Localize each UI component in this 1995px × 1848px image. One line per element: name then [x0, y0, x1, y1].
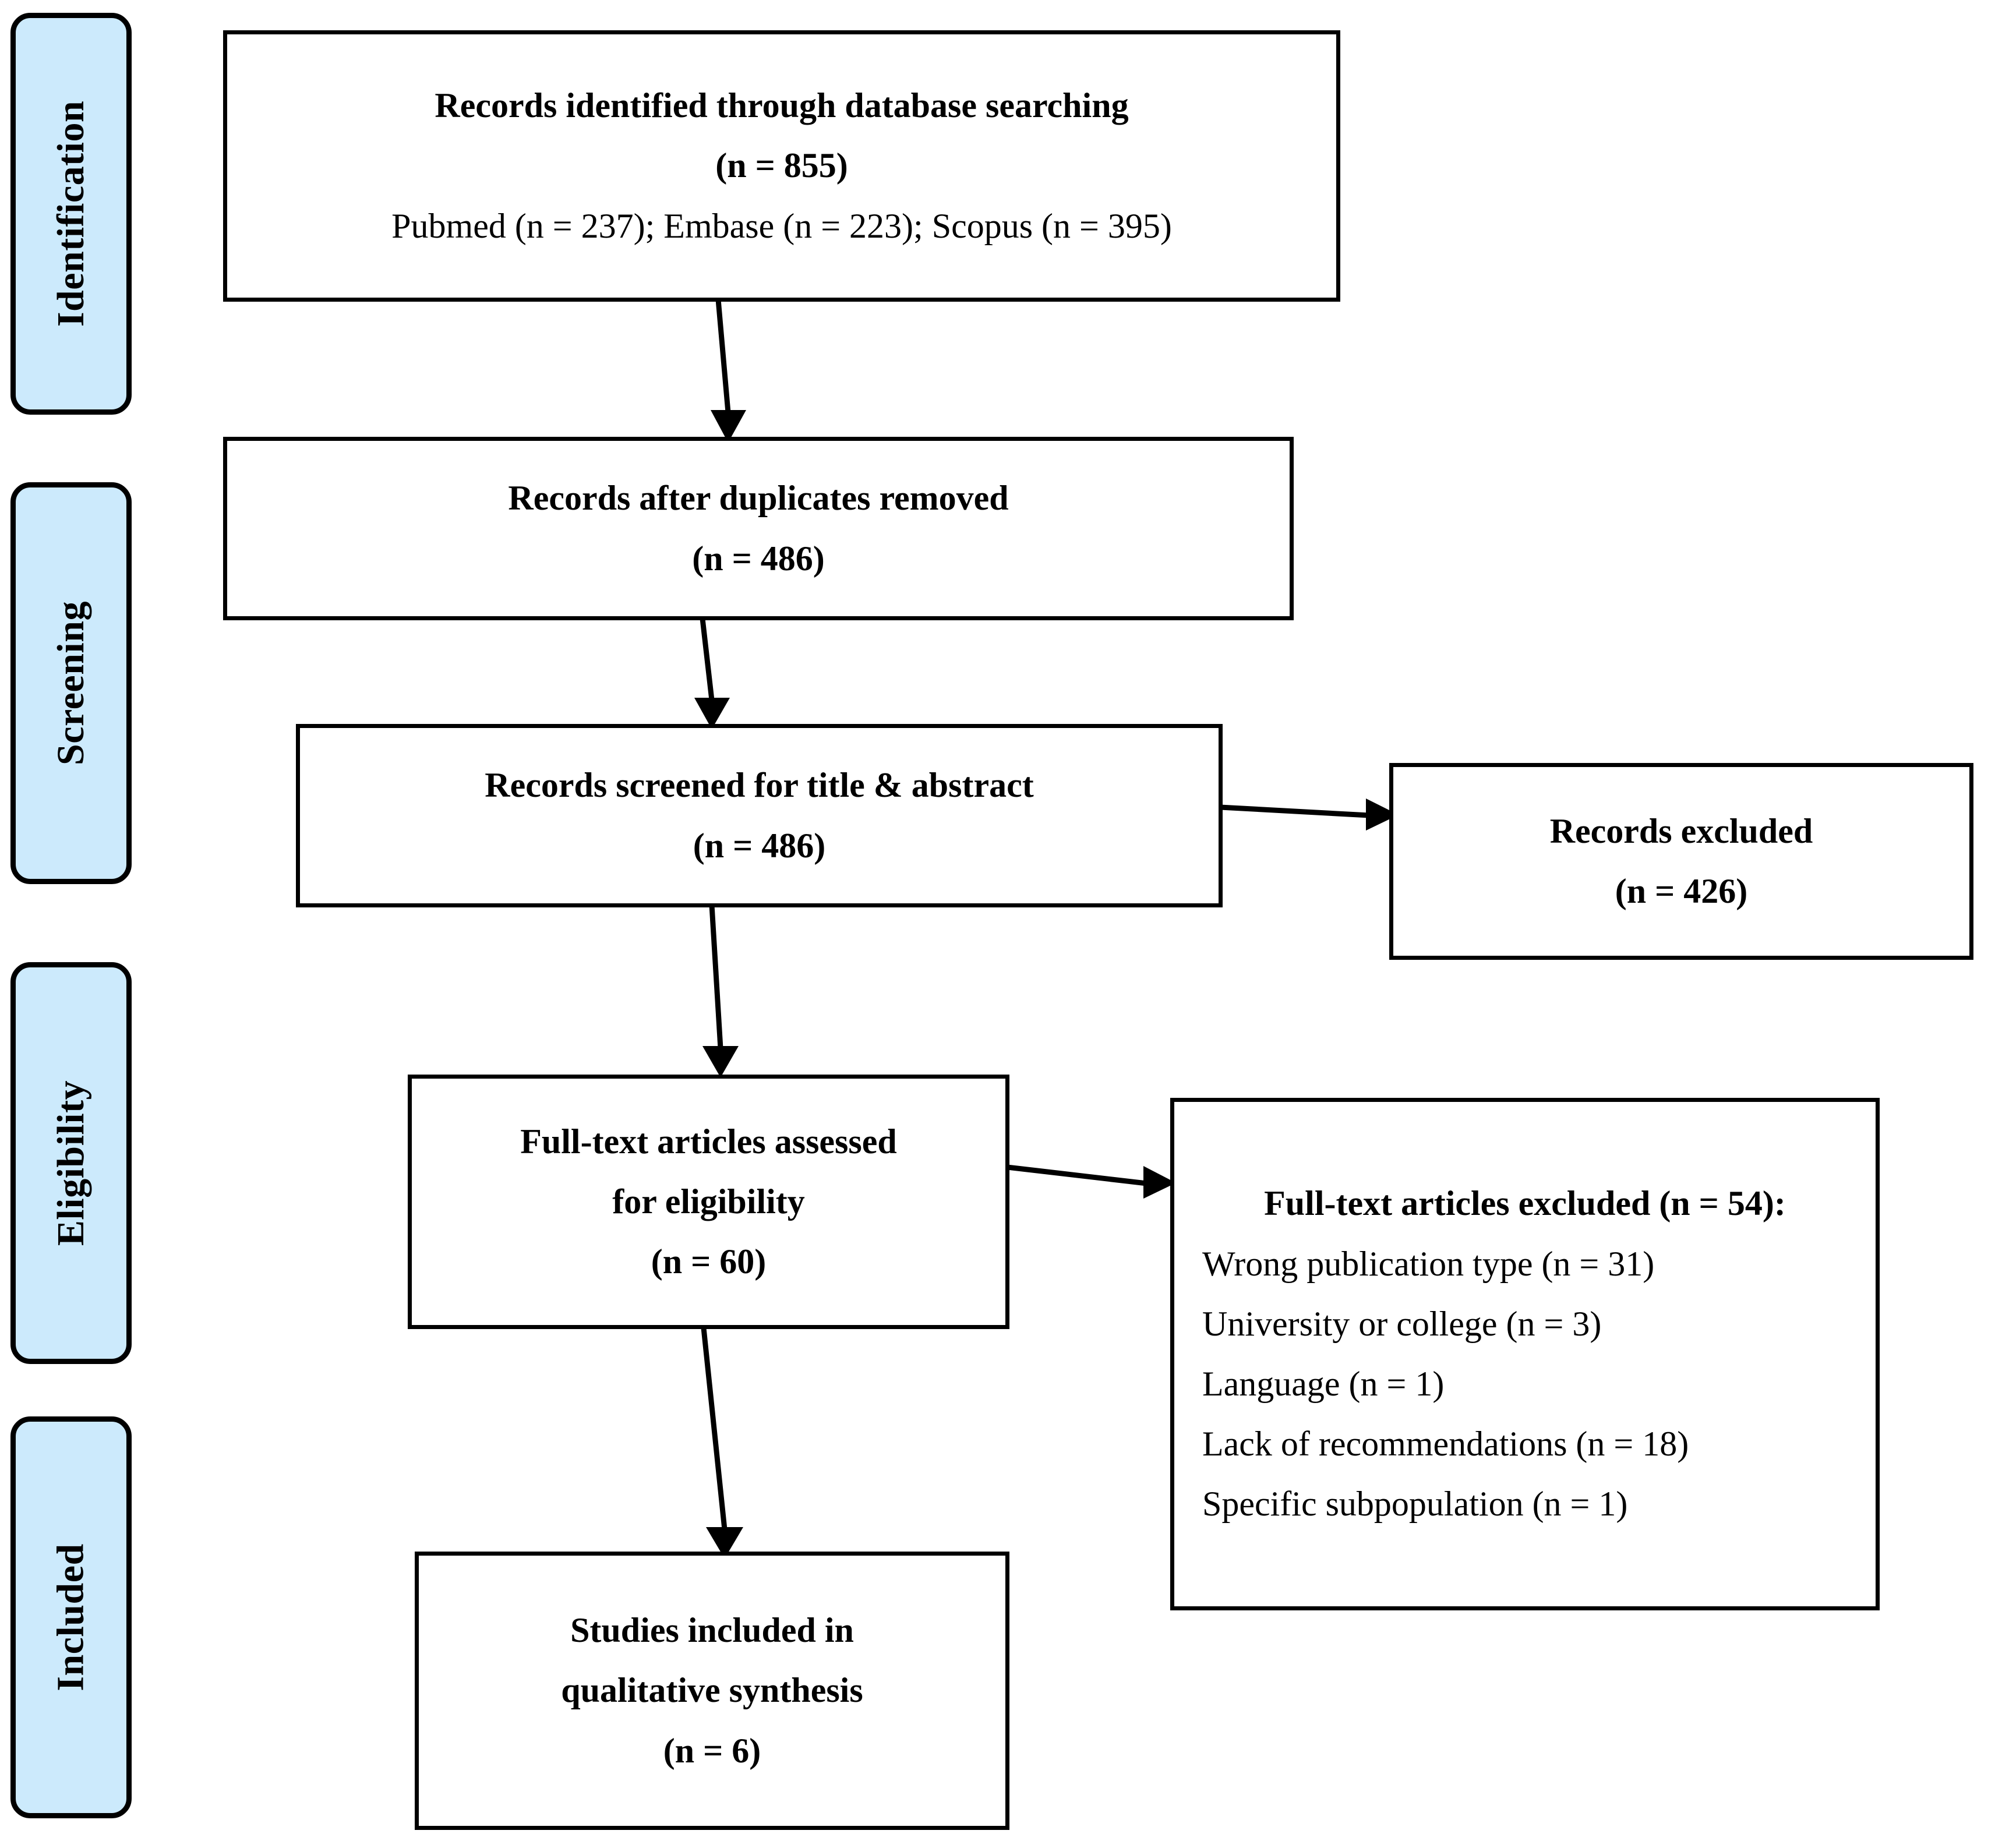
- connector-identified-to-duplicates: [711, 299, 746, 443]
- included-studies-line1: Studies included in: [570, 1611, 854, 1650]
- after-duplicates-count: (n = 486): [692, 539, 825, 578]
- stage-label-eligibility: Eligibility: [50, 1080, 93, 1246]
- fulltext-excluded-reason: University or college (n = 3): [1202, 1304, 1602, 1343]
- records-excluded-count: (n = 426): [1615, 872, 1748, 910]
- fulltext-assessed-line2: for eligibility: [612, 1182, 805, 1221]
- stage-tab-eligibility: Eligibility: [10, 962, 132, 1364]
- records-identified-title: Records identified through database sear…: [435, 86, 1129, 125]
- stage-tab-identification: Identification: [10, 13, 132, 415]
- included-studies-count: (n = 6): [663, 1731, 761, 1770]
- records-identified-count: (n = 855): [715, 146, 848, 185]
- included-studies-line2: qualitative synthesis: [561, 1671, 863, 1710]
- fulltext-excluded-reason: Lack of recommendations (n = 18): [1202, 1425, 1689, 1464]
- box-fulltext-excluded: Full-text articles excluded (n = 54): Wr…: [1170, 1098, 1880, 1610]
- fulltext-assessed-line1: Full-text articles assessed: [520, 1122, 897, 1161]
- box-included-studies: Studies included in qualitative synthesi…: [415, 1552, 1009, 1830]
- stage-tab-screening: Screening: [10, 482, 132, 884]
- connector-duplicates-to-screened: [694, 618, 730, 729]
- records-identified-sources: Pubmed (n = 237); Embase (n = 223); Scop…: [391, 206, 1172, 245]
- box-records-after-duplicates: Records after duplicates removed (n = 48…: [223, 437, 1294, 620]
- fulltext-excluded-reason: Wrong publication type (n = 31): [1202, 1244, 1655, 1283]
- records-excluded-title: Records excluded: [1549, 811, 1813, 850]
- fulltext-excluded-reason: Language (n = 1): [1202, 1365, 1445, 1403]
- fulltext-excluded-reason: Specific subpopulation (n = 1): [1202, 1485, 1628, 1524]
- connector-assessed-to-fulltext-excluded: [1007, 1164, 1176, 1199]
- box-fulltext-assessed: Full-text articles assessed for eligibil…: [408, 1075, 1009, 1329]
- after-duplicates-title: Records after duplicates removed: [508, 479, 1009, 518]
- fulltext-excluded-heading: Full-text articles excluded (n = 54):: [1264, 1184, 1786, 1223]
- connector-assessed-to-included: [701, 1327, 743, 1559]
- stage-label-screening: Screening: [50, 601, 93, 765]
- stage-tab-included: Included: [10, 1416, 132, 1818]
- box-records-identified: Records identified through database sear…: [223, 30, 1340, 302]
- box-records-screened: Records screened for title & abstract (n…: [296, 724, 1223, 907]
- stage-label-included: Included: [50, 1543, 92, 1691]
- connector-screened-to-fulltext-assessed: [702, 904, 739, 1077]
- records-screened-count: (n = 486): [693, 826, 826, 865]
- box-records-excluded: Records excluded (n = 426): [1389, 763, 1973, 960]
- records-screened-title: Records screened for title & abstract: [485, 766, 1034, 805]
- stage-label-identification: Identification: [50, 100, 92, 327]
- fulltext-assessed-count: (n = 60): [651, 1242, 767, 1281]
